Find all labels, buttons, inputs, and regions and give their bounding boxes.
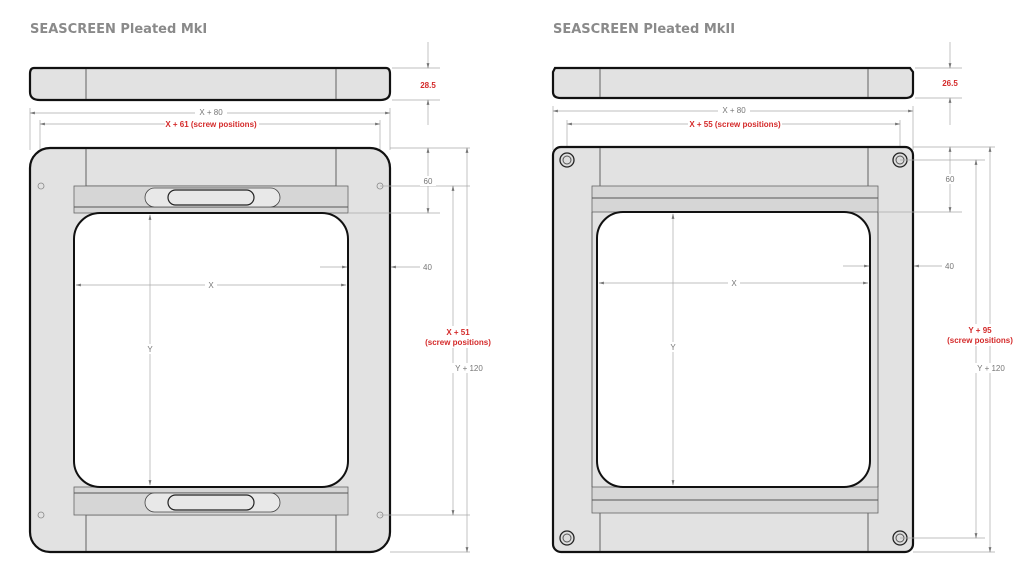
side-view	[28, 66, 392, 102]
svg-text:Y + 95: Y + 95	[968, 326, 992, 335]
inner-dimensions: X Y	[75, 214, 347, 486]
front-view-frame	[28, 146, 392, 554]
svg-text:X + 55 (screw positions): X + 55 (screw positions)	[689, 120, 781, 129]
svg-text:(screw positions): (screw positions)	[947, 336, 1013, 345]
filter-opening	[596, 211, 871, 488]
svg-text:28.5: 28.5	[420, 81, 436, 90]
svg-text:X + 80: X + 80	[199, 108, 223, 117]
svg-text:60: 60	[424, 177, 433, 186]
svg-text:X + 80: X + 80	[722, 106, 746, 115]
svg-text:60: 60	[946, 175, 955, 184]
inner-dimensions: X Y	[598, 213, 869, 486]
thickness-dimension: 28.5	[392, 42, 440, 125]
svg-text:40: 40	[945, 262, 954, 271]
thickness-dimension: 26.5	[915, 42, 962, 125]
svg-text:X: X	[731, 279, 737, 288]
svg-text:40: 40	[423, 263, 432, 272]
svg-text:Y: Y	[147, 345, 153, 354]
svg-text:Y: Y	[670, 343, 676, 352]
svg-text:X + 61 (screw positions): X + 61 (screw positions)	[165, 120, 257, 129]
side-view	[551, 66, 915, 100]
width-dimensions: X + 80 X + 61 (screw positions)	[29, 107, 391, 185]
svg-text:(screw positions): (screw positions)	[425, 338, 491, 347]
svg-text:X: X	[208, 281, 214, 290]
svg-text:Y + 120: Y + 120	[455, 364, 483, 373]
panel-title: SEASCREEN Pleated MkII	[553, 22, 735, 37]
right-dimensions: 60 40 X + 51 (screw positions) Y + 120	[320, 147, 496, 553]
svg-text:26.5: 26.5	[942, 79, 958, 88]
svg-text:X + 51: X + 51	[446, 328, 470, 337]
width-dimensions: X + 80 X + 55 (screw positions)	[552, 105, 914, 160]
svg-text:Y + 120: Y + 120	[977, 364, 1005, 373]
right-dimensions: 60 40 Y + 95 (screw positions) Y + 120	[843, 146, 1018, 553]
panel-title: SEASCREEN Pleated MkI	[30, 22, 207, 37]
panel-mk1: SEASCREEN Pleated MkI 28.5 X + 80 X + 61…	[28, 22, 496, 554]
filter-opening	[73, 212, 349, 488]
front-view-frame	[551, 145, 915, 554]
panel-mk2: SEASCREEN Pleated MkII 26.5 X + 80 X + 5…	[551, 22, 1018, 554]
